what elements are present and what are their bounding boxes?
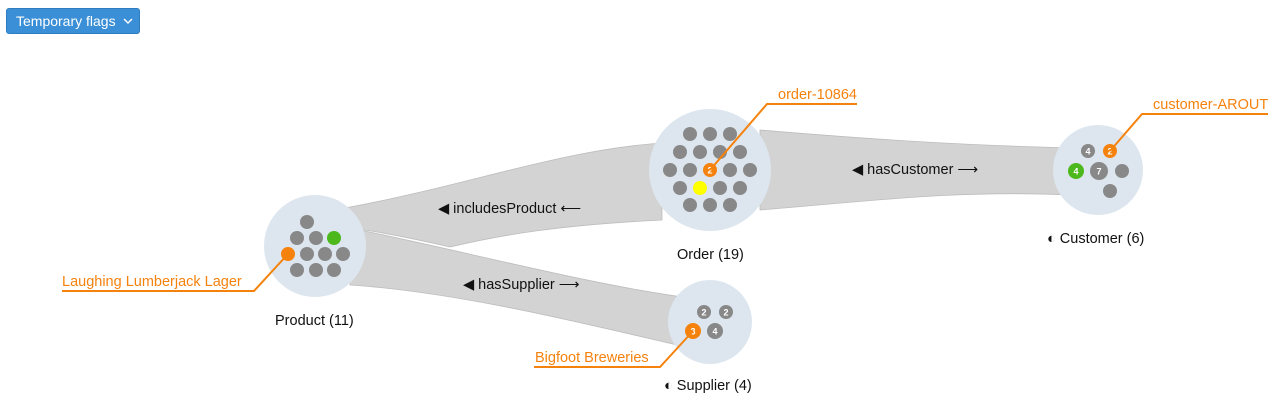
supplier-badge-2: 2 (723, 308, 728, 318)
order-highlight-yellow[interactable] (693, 181, 707, 195)
node-label-customer: ◐ Customer (6) (1047, 231, 1144, 247)
order-badge-count: 2 (707, 166, 712, 176)
callout-product[interactable]: Laughing Lumberjack Lager (62, 253, 289, 292)
supplier-badge-4: 4 (712, 327, 717, 337)
node-label-product: Product (11) (275, 313, 354, 329)
node-customer[interactable]: 4 2 4 7 (1053, 125, 1143, 215)
callout-text-product[interactable]: Laughing Lumberjack Lager (62, 274, 242, 290)
callout-text-customer[interactable]: customer-AROUT (1153, 97, 1268, 113)
callout-order[interactable]: order-10864 (709, 87, 857, 171)
node-label-supplier: ◐ Supplier (4) (664, 378, 752, 394)
temporary-flags-button[interactable]: Temporary flags (6, 8, 140, 34)
supplier-badge-1: 2 (701, 308, 706, 318)
edge-label-has-supplier[interactable]: ◀ hasSupplier ⟶ (463, 277, 580, 293)
customer-badge-1: 4 (1085, 147, 1090, 157)
edge-includes-product[interactable] (344, 142, 663, 248)
customer-badge-4: 7 (1096, 167, 1101, 177)
callout-text-order[interactable]: order-10864 (778, 87, 857, 103)
product-highlight-green[interactable] (327, 231, 341, 245)
customer-badge-2: 2 (1107, 147, 1112, 157)
edge-label-has-customer[interactable]: ◀ hasCustomer ⟶ (852, 162, 978, 178)
product-dots (290, 215, 350, 277)
customer-badge-3: 4 (1073, 167, 1078, 177)
customer-highlight-green[interactable] (1068, 163, 1084, 179)
callout-text-supplier[interactable]: Bigfoot Breweries (535, 350, 649, 366)
edge-label-includes-product[interactable]: ◀ includesProduct ⟵ (438, 201, 581, 217)
temporary-flags-label: Temporary flags (16, 13, 116, 29)
node-product[interactable] (264, 195, 366, 297)
callout-supplier[interactable]: Bigfoot Breweries (534, 330, 694, 368)
chevron-down-icon (123, 17, 133, 25)
node-supplier[interactable]: 2 2 3 4 (668, 280, 752, 364)
node-label-order: Order (19) (677, 247, 744, 263)
callout-customer[interactable]: customer-AROUT (1109, 97, 1268, 152)
order-dots (663, 127, 757, 212)
